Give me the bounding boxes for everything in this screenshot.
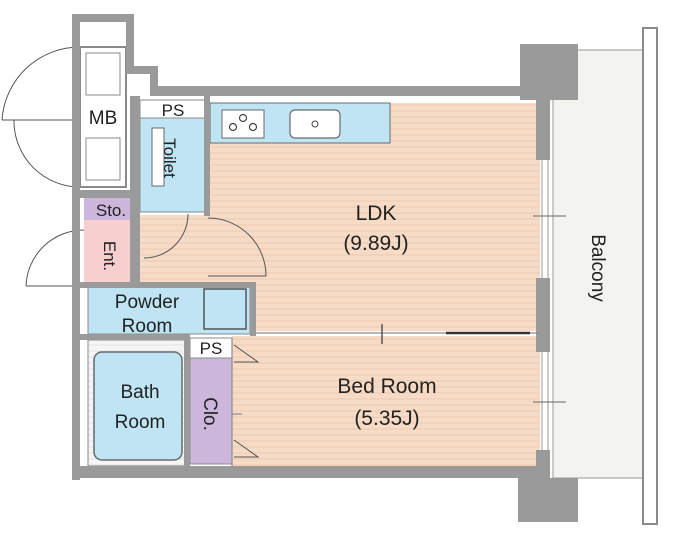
storage-label: Sto. — [96, 201, 126, 220]
ps-mid-label: PS — [200, 339, 223, 358]
bedroom-name-label: Bed Room — [337, 375, 436, 398]
closet-label: Clo. — [199, 397, 220, 431]
ldk-size-label: (9.89J) — [343, 232, 408, 255]
washer-pan — [203, 288, 247, 330]
bath-label-line1: Bath — [120, 382, 159, 403]
partitions — [231, 324, 540, 466]
hall-floor — [140, 215, 208, 283]
closet — [189, 357, 233, 465]
toilet-label: Toilet — [160, 138, 179, 178]
storage — [84, 198, 140, 220]
closet-door-marks — [233, 344, 260, 458]
ldk-name-label: LDK — [356, 202, 397, 225]
meter-box — [79, 46, 127, 188]
kitchen-counter — [209, 102, 391, 144]
windows — [533, 160, 566, 450]
bathtub — [93, 351, 183, 461]
bedroom-size-label: (5.35J) — [354, 407, 419, 430]
walls — [72, 14, 578, 522]
powder-label-line1: Powder — [115, 292, 180, 313]
ps-top-label: PS — [162, 101, 185, 120]
entrance-label: Ent. — [100, 241, 119, 271]
sink — [289, 109, 341, 139]
balcony-area — [552, 27, 658, 525]
powder-label-line2: Room — [122, 316, 173, 337]
toilet-fixture — [151, 127, 165, 187]
mb-label: MB — [89, 108, 118, 129]
balcony-label: Balcony — [587, 234, 608, 302]
bath-label-line2: Room — [115, 412, 166, 433]
bedroom-floor — [232, 336, 540, 466]
